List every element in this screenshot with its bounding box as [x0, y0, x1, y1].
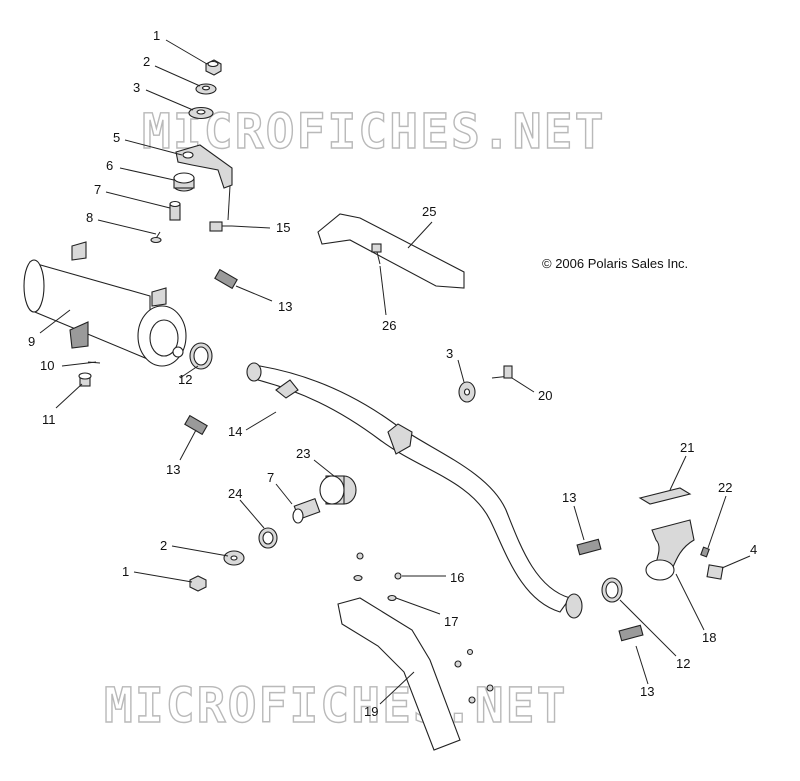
- callout-2-lower: 2: [160, 538, 167, 553]
- callout-3-mid: 3: [446, 346, 453, 361]
- callout-13-b: 13: [166, 462, 180, 477]
- callout-9: 9: [28, 334, 35, 349]
- callout-7-top: 7: [94, 182, 101, 197]
- watermark-bottom: MICROFICHES.NET: [104, 678, 567, 734]
- part-bolt-26: [371, 243, 382, 265]
- part-washer-mid: [458, 381, 476, 403]
- part-washer-lower: [223, 550, 245, 566]
- part-bolt-small: [150, 231, 162, 244]
- callout-1-top: 1: [153, 28, 160, 43]
- part-sleeve-7: [292, 497, 321, 524]
- callout-10: 10: [40, 358, 54, 373]
- callout-24: 24: [228, 486, 242, 501]
- part-bracket: [175, 144, 233, 189]
- part-gasket-24: [258, 527, 278, 549]
- callout-4: 4: [750, 542, 757, 557]
- part-washer-large-top: [188, 106, 214, 120]
- part-nut-16: [356, 552, 402, 580]
- watermark-top: MICROFICHES.NET: [142, 104, 605, 160]
- callout-8: 8: [86, 210, 93, 225]
- callout-25: 25: [422, 204, 436, 219]
- callout-2-top: 2: [143, 54, 150, 69]
- part-gasket-right: [601, 577, 623, 603]
- part-washer-top: [195, 83, 217, 95]
- callout-7-mid: 7: [267, 470, 274, 485]
- callout-3-top: 3: [133, 80, 140, 95]
- callout-20: 20: [538, 388, 552, 403]
- part-grommet: [173, 172, 195, 192]
- callout-19: 19: [364, 704, 378, 719]
- callout-21: 21: [680, 440, 694, 455]
- part-plug: [78, 372, 92, 387]
- callout-13-d: 13: [640, 684, 654, 699]
- part-spring-b: [184, 414, 208, 436]
- part-spacer-sleeve: [169, 200, 181, 221]
- part-nut-lower: [189, 575, 207, 592]
- callout-18: 18: [702, 630, 716, 645]
- copyright-text: © 2006 Polaris Sales Inc.: [542, 256, 688, 271]
- leader-lines: [39, 39, 751, 705]
- part-lower-heat-shield: [337, 597, 494, 751]
- callout-13-c: 13: [562, 490, 576, 505]
- part-spring-small: [700, 546, 710, 558]
- part-bolt-20: [491, 365, 513, 379]
- part-heat-shield: [317, 213, 465, 289]
- part-spring-d: [618, 624, 644, 642]
- part-nut-top: [205, 59, 222, 76]
- part-gasket-plate: [638, 487, 692, 505]
- callout-1-lower: 1: [122, 564, 129, 579]
- callout-14: 14: [228, 424, 242, 439]
- part-gasket-left: [189, 342, 213, 370]
- callout-22: 22: [718, 480, 732, 495]
- part-header-pipe: [645, 519, 695, 581]
- callout-12-right: 12: [676, 656, 690, 671]
- part-flange-bolt: [209, 221, 232, 232]
- callout-26: 26: [382, 318, 396, 333]
- callout-5: 5: [113, 130, 120, 145]
- part-nut-right: [706, 564, 724, 580]
- part-grommet-23: [319, 475, 357, 505]
- callout-11: 11: [42, 412, 56, 427]
- part-muffler: [23, 241, 187, 367]
- callout-numbers: 1 2 3 5 6 7 8 15 25 9 13 26 10 12 3 20 1…: [28, 28, 757, 719]
- callout-16: 16: [450, 570, 464, 585]
- callout-13-a: 13: [278, 299, 292, 314]
- callout-17: 17: [444, 614, 458, 629]
- callout-6: 6: [106, 158, 113, 173]
- part-spring-a: [214, 268, 238, 290]
- callout-12-left: 12: [178, 372, 192, 387]
- callout-23: 23: [296, 446, 310, 461]
- part-head-pipe: [246, 362, 583, 619]
- part-washer-17: [353, 574, 397, 602]
- part-spring-c: [576, 538, 602, 556]
- callout-15: 15: [276, 220, 290, 235]
